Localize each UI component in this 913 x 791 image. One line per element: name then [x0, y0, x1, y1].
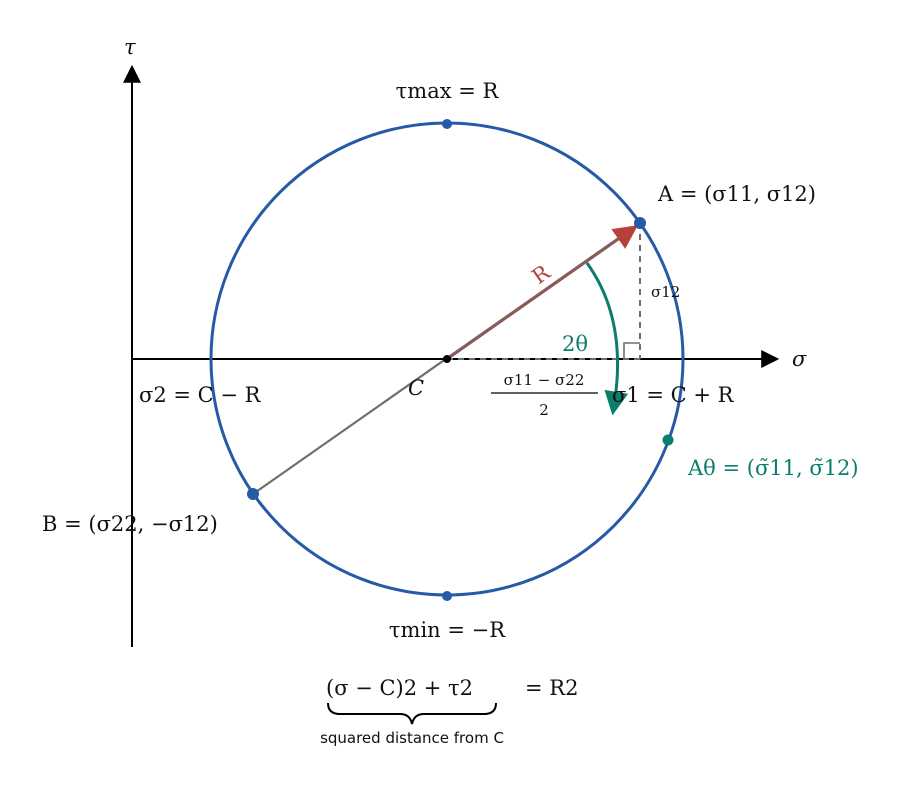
- sigma2-label: σ2 = C − R: [139, 383, 262, 407]
- point-b-label: B = (σ22, −σ12): [42, 512, 218, 536]
- point-b: [247, 488, 259, 500]
- sigma-axis-label: σ: [792, 347, 807, 371]
- half-diff-numerator: σ11 − σ22: [504, 371, 585, 389]
- tau-min-point: [442, 591, 452, 601]
- point-a-theta-label: Aθ = (σ̃11, σ̃12): [687, 456, 859, 480]
- underbrace-note: squared distance from C: [320, 729, 504, 747]
- tau-max-label: τmax = R: [396, 79, 500, 103]
- tau-max-point: [442, 119, 452, 129]
- tau-min-label: τmin = −R: [389, 618, 506, 642]
- two-theta-label: 2θ: [562, 332, 588, 356]
- point-a-label: A = (σ11, σ12): [657, 182, 816, 206]
- equation-rhs: = R2: [525, 676, 578, 700]
- half-diff-denominator: 2: [539, 401, 549, 419]
- underbrace: [327, 702, 497, 725]
- sigma12-label: σ12: [651, 283, 680, 301]
- sigma1-label: σ1 = C + R: [612, 383, 735, 407]
- radius-arrow: [446, 225, 638, 361]
- tau-axis-label: τ: [124, 35, 136, 59]
- equation-lhs: (σ − C)2 + τ2: [326, 676, 473, 700]
- two-theta-arc: [585, 262, 629, 416]
- point-a-theta: [662, 434, 674, 446]
- center-label: C: [408, 376, 424, 400]
- point-a: [634, 217, 646, 229]
- right-angle-marker: [623, 342, 640, 359]
- center-point: [443, 355, 451, 363]
